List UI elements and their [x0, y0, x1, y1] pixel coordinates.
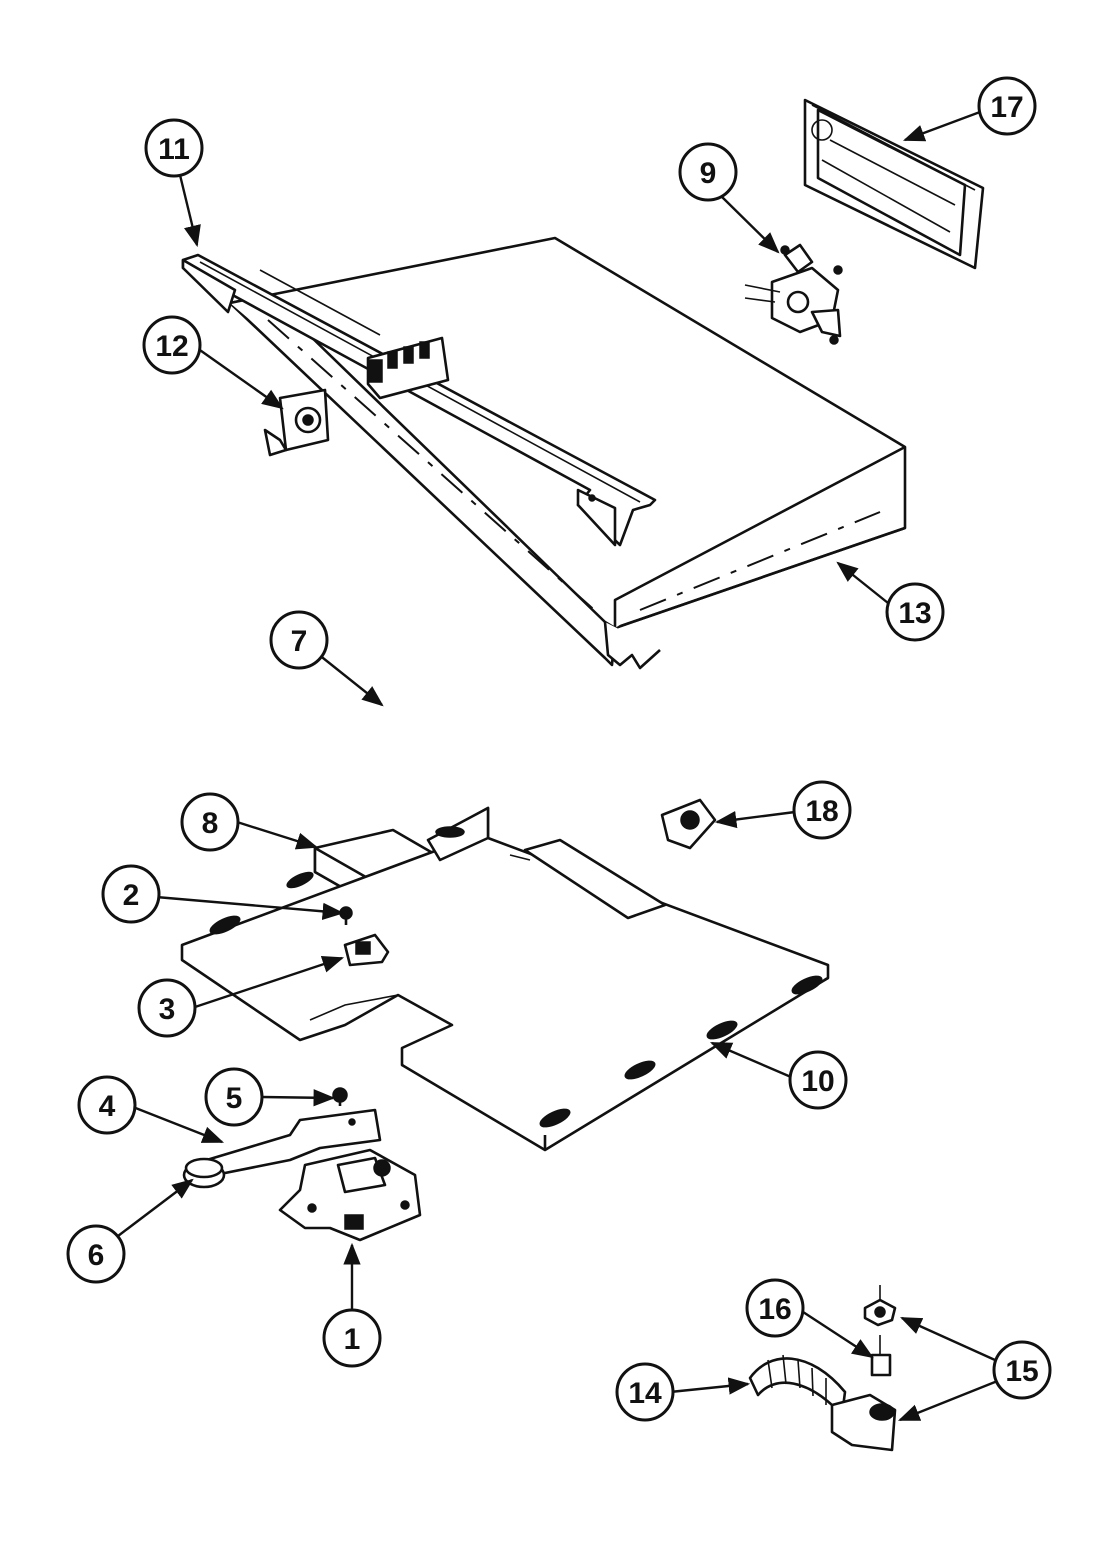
- callout-3: 3: [137, 978, 197, 1038]
- callout-10-label: 10: [801, 1065, 834, 1098]
- leader-11: [178, 174, 201, 248]
- part-3-clip: [343, 933, 390, 967]
- leader-5: [261, 1089, 336, 1107]
- callout-18-label: 18: [805, 795, 838, 828]
- part-7-terminal-block: [366, 336, 450, 400]
- part-6-knob: [182, 1157, 226, 1189]
- leader-17: [902, 110, 981, 142]
- callout-13-label: 13: [898, 597, 931, 630]
- callout-17: 17: [977, 76, 1037, 136]
- callout-4: 4: [77, 1075, 137, 1135]
- callout-15: 15: [992, 1340, 1052, 1400]
- leader-lines: [117, 110, 1001, 1422]
- callout-11: 11: [144, 118, 204, 178]
- callout-6: 6: [66, 1224, 126, 1284]
- callout-17-label: 17: [990, 91, 1023, 124]
- leader-14: [669, 1377, 751, 1395]
- leader-6: [117, 1178, 194, 1237]
- leader-10: [710, 1041, 792, 1079]
- callout-16-label: 16: [758, 1293, 791, 1326]
- leader-4: [132, 1105, 225, 1144]
- leader-15a: [900, 1316, 996, 1362]
- part-9-fan-motor: [744, 243, 843, 345]
- part-1-latch-assembly: [278, 1148, 422, 1242]
- part-15-valve-assembly: [830, 1285, 897, 1452]
- callout-13: 13: [885, 582, 945, 642]
- callout-12-label: 12: [155, 330, 188, 363]
- callout-18: 18: [792, 780, 852, 840]
- callout-6-label: 6: [88, 1239, 105, 1272]
- leader-13: [836, 561, 889, 604]
- leader-2: [155, 895, 345, 920]
- callout-8: 8: [180, 792, 240, 852]
- part-16-fitting: [870, 1335, 892, 1377]
- callout-7-label: 7: [291, 625, 308, 658]
- callout-1: 1: [322, 1308, 382, 1368]
- leader-12: [196, 347, 284, 410]
- callout-3-label: 3: [159, 993, 176, 1026]
- leader-16: [799, 1308, 874, 1359]
- callout-9-label: 9: [700, 157, 717, 190]
- callout-7: 7: [269, 610, 329, 670]
- leader-3: [191, 955, 345, 1010]
- part-18-thermostat: [660, 798, 717, 850]
- callout-14-label: 14: [628, 1377, 662, 1410]
- callout-12: 12: [142, 315, 202, 375]
- part-13-top-panel: [228, 236, 907, 670]
- part-5-screw: [332, 1087, 348, 1106]
- leader-9: [719, 194, 780, 254]
- callout-2: 2: [101, 864, 161, 924]
- part-10-base-plate: [180, 806, 830, 1152]
- callout-5-label: 5: [226, 1082, 243, 1115]
- callout-8-label: 8: [202, 807, 219, 840]
- leader-7: [317, 653, 384, 707]
- leader-8: [236, 820, 319, 850]
- callout-11-label: 11: [158, 133, 190, 166]
- part-11-bracket-rail: [181, 253, 657, 547]
- part-12-mounting-bracket: [263, 388, 330, 457]
- part-17-display-frame: [803, 98, 985, 270]
- callout-16: 16: [745, 1278, 805, 1338]
- leader-15b: [897, 1378, 1001, 1422]
- leader-18: [714, 810, 796, 829]
- callout-5: 5: [204, 1067, 264, 1127]
- callout-4-label: 4: [99, 1090, 116, 1123]
- callout-2-label: 2: [123, 879, 140, 912]
- callout-1-label: 1: [344, 1323, 361, 1356]
- callout-10: 10: [788, 1050, 848, 1110]
- part-4-lever-arm: [198, 1108, 382, 1177]
- callout-15-label: 15: [1005, 1355, 1038, 1388]
- callout-9: 9: [678, 142, 738, 202]
- callout-14: 14: [615, 1362, 675, 1422]
